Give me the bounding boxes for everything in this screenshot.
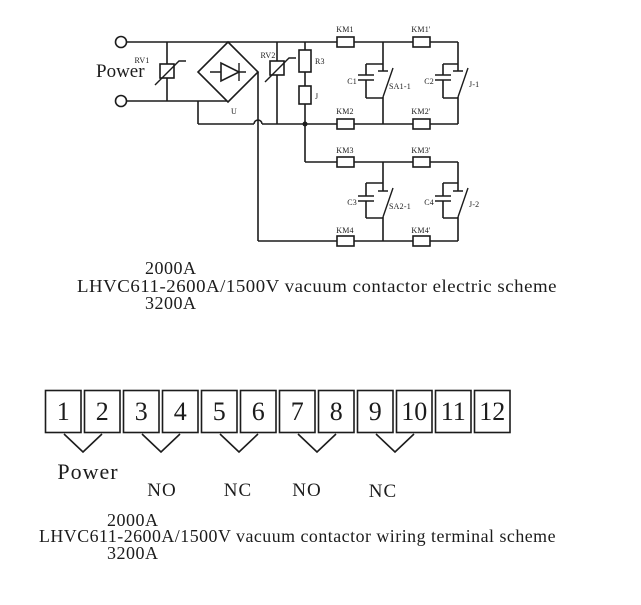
capacitor-c3: [358, 182, 383, 219]
coil-km2: [336, 118, 355, 130]
electric-scheme-caption: 2000A LHVC611-2600A/1500V vacuum contact…: [77, 258, 557, 313]
capacitor-c1: [358, 63, 383, 99]
terminal-number: 6: [252, 397, 265, 426]
coil-km3: [336, 156, 355, 168]
power-label: Power: [96, 61, 145, 82]
coil-km4: [336, 235, 355, 247]
terminal-cell: [473, 389, 511, 434]
rv2-label: RV2: [260, 51, 275, 60]
terminal-number: 3: [135, 397, 148, 426]
resistor-j: [298, 85, 312, 105]
c2-label: C2: [424, 77, 434, 86]
terminal-group-nc2: NC: [369, 481, 397, 502]
capacitor-c4: [435, 182, 458, 219]
terminal-number: 8: [330, 397, 343, 426]
electric-scheme-title: LHVC611-2600A/1500V vacuum contactor ele…: [77, 276, 557, 296]
terminal-strip: 1 2 3 4 5 6 7 8 9 10 11 12: [44, 389, 511, 434]
terminal-group-no1: NO: [147, 480, 176, 501]
resistor-r3: [298, 49, 312, 73]
electric-scheme: Power RV1 RV2 U R3 J KM1 KM1' KM2 KM2' K…: [77, 25, 557, 313]
km3p-label: KM3': [411, 146, 430, 155]
varistor-rv2: [264, 57, 296, 83]
terminal-cell: [200, 389, 238, 434]
terminal-cell: [83, 389, 121, 434]
km1p-label: KM1': [411, 25, 430, 34]
j2-label: J-2: [469, 200, 479, 209]
switch-j-1: [453, 67, 469, 98]
km1-label: KM1: [336, 25, 354, 34]
terminal-number: 11: [441, 397, 466, 426]
terminal-number: 4: [174, 397, 187, 426]
power-terminal-top: [114, 35, 128, 49]
terminal-cell: [395, 389, 433, 434]
varistor-rv1: [154, 60, 186, 86]
terminal-cell: [278, 389, 316, 434]
coil-km3p: [412, 156, 431, 168]
terminal-cell: [356, 389, 394, 434]
terminal-number: 1: [57, 397, 70, 426]
r3-label: R3: [315, 57, 325, 66]
j1-label: J-1: [469, 80, 479, 89]
power-terminal-bottom: [114, 94, 128, 108]
terminal-rating-2000: 2000A: [107, 510, 159, 530]
terminal-pair-brackets: [63, 433, 415, 454]
terminal-number: 5: [213, 397, 226, 426]
terminal-number: 7: [291, 397, 304, 426]
terminal-group-no2: NO: [292, 480, 321, 501]
coil-km2p: [412, 118, 431, 130]
capacitor-c2: [435, 63, 458, 99]
c3-label: C3: [347, 198, 357, 207]
diode-icon: [220, 61, 241, 83]
km3-label: KM3: [336, 146, 354, 155]
terminal-cell: [122, 389, 160, 434]
wiring: [127, 41, 459, 242]
terminal-cell: [239, 389, 277, 434]
terminal-number: 2: [96, 397, 109, 426]
km4p-label: KM4': [411, 226, 430, 235]
electric-rating-2000: 2000A: [145, 258, 197, 278]
terminal-number: 10: [401, 397, 427, 426]
c4-label: C4: [424, 198, 434, 207]
terminal-cell: [317, 389, 355, 434]
terminal-scheme-caption: 2000A LHVC611-2600A/1500V vacuum contact…: [39, 510, 556, 563]
km4-label: KM4: [336, 226, 354, 235]
junction-dot: [302, 121, 308, 127]
coil-km1: [336, 36, 355, 48]
coil-km4p: [412, 235, 431, 247]
bridge-label: U: [231, 107, 237, 116]
bridge-rectifier: [196, 40, 260, 104]
terminal-scheme-title: LHVC611-2600A/1500V vacuum contactor wir…: [39, 526, 556, 546]
terminal-number: 12: [479, 397, 505, 426]
c1-label: C1: [347, 77, 357, 86]
sa1-label: SA1-1: [389, 82, 411, 91]
terminal-scheme: 1 2 3 4 5 6 7 8 9 10 11 12 Power NO NC N…: [39, 389, 556, 563]
coil-km1p: [412, 36, 431, 48]
switch-sa2-1: [378, 187, 394, 218]
terminal-cell: [161, 389, 199, 434]
switch-j-2: [453, 187, 469, 218]
electric-rating-3200: 3200A: [145, 293, 197, 313]
rv1-label: RV1: [134, 56, 149, 65]
j-label: J: [315, 92, 318, 101]
sa2-label: SA2-1: [389, 202, 411, 211]
terminal-group-nc1: NC: [224, 480, 252, 501]
terminal-cell: [434, 389, 472, 434]
terminal-number: 9: [369, 397, 382, 426]
terminal-rating-3200: 3200A: [107, 543, 159, 563]
terminal-group-power: Power: [57, 459, 118, 484]
switch-sa1-1: [378, 67, 394, 98]
km2-label: KM2: [336, 107, 354, 116]
km2p-label: KM2': [411, 107, 430, 116]
terminal-cell: [44, 389, 82, 434]
